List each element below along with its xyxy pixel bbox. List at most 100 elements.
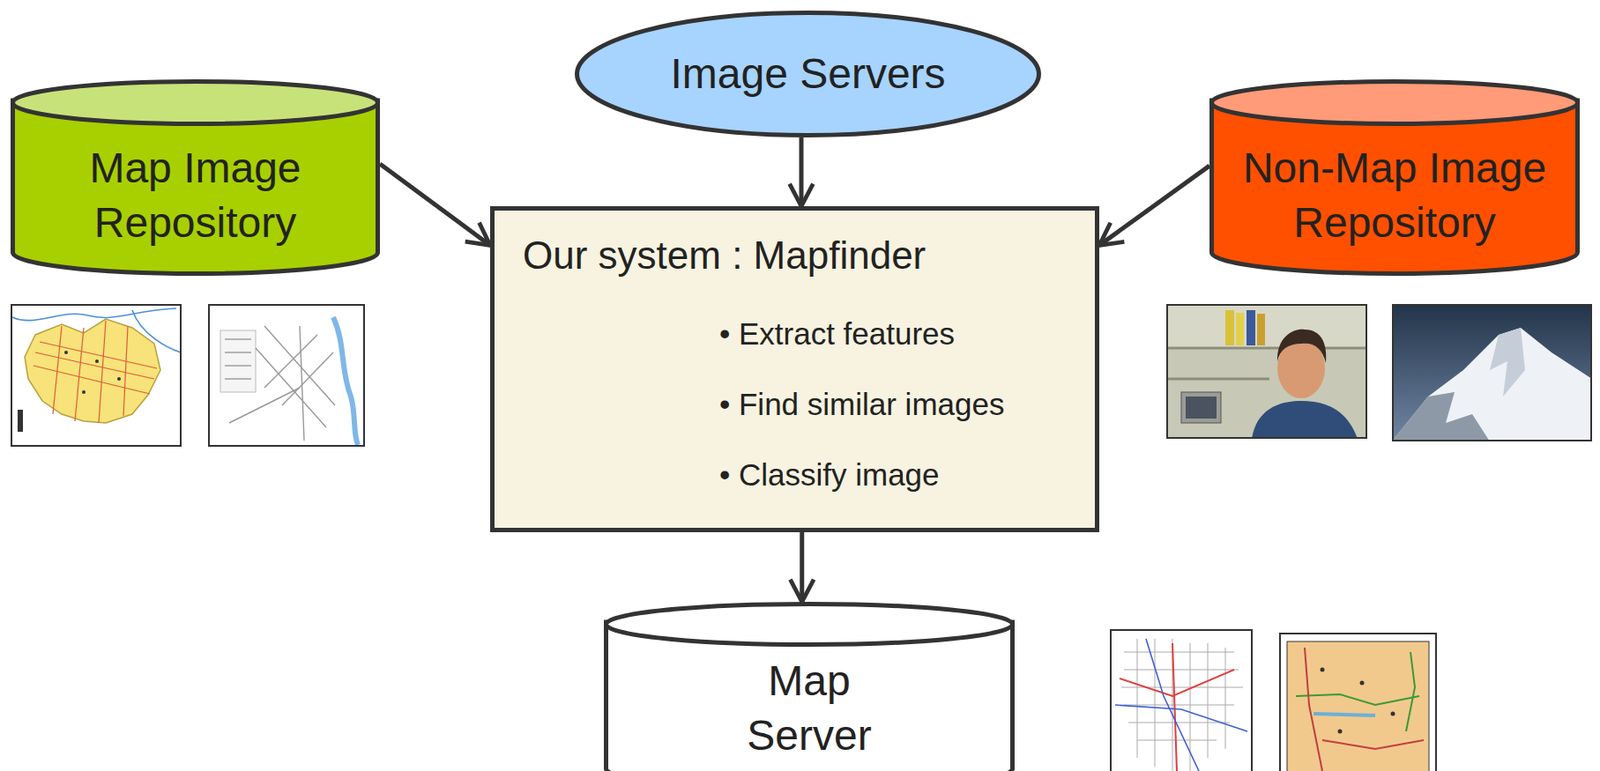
- mountain-photo-part: [1391, 327, 1593, 442]
- mountain-photo-part: [1391, 392, 1490, 442]
- portrait-photo-part: [1257, 313, 1266, 346]
- map-thumbnail-part: [17, 350, 121, 432]
- map-thumbnail-part-part: [123, 326, 128, 417]
- map-thumbnail-part-part: [1137, 740, 1217, 742]
- map-thumbnail-part: [1280, 633, 1437, 771]
- flow-arrow: [379, 163, 491, 246]
- portrait-photo-part: [1166, 304, 1368, 349]
- map-thumbnail-part-part: [282, 352, 334, 406]
- node-label: Map Server: [712, 654, 907, 765]
- map-thumbnail-part-part: [229, 387, 300, 424]
- map-thumbnail-part: [1304, 647, 1424, 771]
- map-thumbnail-part: [208, 304, 365, 447]
- map-thumbnail-part-part: [224, 364, 252, 366]
- map-thumbnail-part-part: [17, 409, 23, 432]
- text-area: Map Image Repository: [23, 125, 367, 267]
- map-thumbnail-part-part: [1391, 712, 1396, 717]
- cylinder-body: [1212, 100, 1578, 275]
- map-thumbnail-part-part: [35, 352, 155, 380]
- map-thumbnail-part-part: [1172, 643, 1177, 771]
- map-thumbnail-part: [1320, 668, 1396, 735]
- cylinder-top: [606, 604, 1013, 646]
- portrait-photo-part: [1166, 378, 1270, 381]
- node-label: Map Image Repository: [45, 141, 346, 252]
- map-thumbnail-part: [10, 304, 182, 447]
- cylinder-top: [1212, 81, 1578, 125]
- map-thumbnail-part-part: [52, 326, 62, 415]
- map-thumbnail-part-part: [1322, 740, 1424, 750]
- system-heading: Our system : Mapfinder: [522, 232, 926, 280]
- mountain-photo-part: [1391, 304, 1593, 442]
- map-thumbnail-part-part: [299, 326, 305, 441]
- map-thumbnail-part-part: [1128, 722, 1230, 724]
- map-thumbnail-part-part: [117, 377, 121, 381]
- map-thumbnail: [1279, 632, 1437, 771]
- ellipse-outline: [577, 13, 1040, 136]
- map-thumbnail-part-part: [1115, 705, 1248, 732]
- bullet-item: • Find similar images: [719, 386, 1005, 424]
- map-thumbnail-part-part: [1225, 647, 1227, 750]
- map-thumbnail-part-part: [264, 334, 318, 388]
- map-thumbnail-part-part: [1123, 705, 1235, 707]
- map-thumbnail-part-part: [1207, 643, 1209, 759]
- portrait-photo-part: [1166, 304, 1368, 440]
- map-thumbnail-part: [1110, 630, 1252, 771]
- map-thumbnail-part-part: [1123, 652, 1235, 654]
- map-thumbnail-part: [1295, 652, 1420, 732]
- text-area: Map Server: [621, 646, 998, 771]
- portrait-photo-part: [1181, 392, 1221, 424]
- map-thumbnail-part: [224, 326, 335, 441]
- map-thumbnail-part-part: [1338, 729, 1343, 735]
- map-thumbnail-part-part: [1304, 647, 1323, 771]
- map-thumbnail-part-part: [39, 342, 157, 369]
- map-thumbnail-part: [220, 330, 256, 393]
- node-label: Non-Map Image Repository: [1218, 141, 1571, 252]
- map-thumbnail-part: [24, 319, 161, 424]
- mountain-photo: [1391, 304, 1593, 442]
- portrait-photo-part: [1246, 310, 1256, 346]
- flow-arrow: [1099, 165, 1210, 246]
- map-thumbnail-part: [1109, 629, 1253, 771]
- map-thumbnail-part-part: [95, 359, 99, 364]
- map-thumbnail-part-part: [64, 350, 68, 355]
- portrait-photo-part: [1235, 312, 1244, 346]
- mountain-photo-part: [1489, 327, 1526, 397]
- server-cylinder: Map Server: [603, 602, 1015, 771]
- map-thumbnail-part-part: [1137, 639, 1139, 759]
- map-thumbnail-part-part: [224, 378, 252, 380]
- portrait-photo-part: [1167, 305, 1367, 439]
- map-thumbnail-part-part: [1406, 652, 1415, 732]
- map-thumbnail-part: [1119, 643, 1235, 771]
- map-thumbnail-part: [33, 320, 157, 424]
- map-thumbnail-part-part: [255, 348, 327, 428]
- map-thumbnail-part-part: [1123, 669, 1239, 671]
- map-thumbnail-part-part: [12, 308, 177, 321]
- mountain-photo-part: [1392, 305, 1592, 441]
- map-thumbnail-part: [1279, 632, 1437, 771]
- map-thumbnail-part: [12, 308, 181, 353]
- cylinder-body: [13, 100, 379, 275]
- map-thumbnail: [1109, 629, 1253, 771]
- text-area: Image Servers: [601, 19, 1015, 129]
- portrait-photo: [1166, 304, 1368, 440]
- map-thumbnail-part-part: [1360, 681, 1365, 686]
- map-thumbnail-part: [1313, 714, 1376, 716]
- repository-cylinder: Map Image Repository: [10, 79, 380, 276]
- map-thumbnail-part-part: [1295, 694, 1420, 706]
- box-outline: [492, 208, 1098, 531]
- map-thumbnail-part-part: [224, 351, 252, 353]
- map-thumbnail-part-part: [81, 390, 86, 395]
- map-thumbnail: [208, 304, 365, 447]
- server-ellipse: Image Servers: [574, 10, 1042, 138]
- repository-cylinder: Non-Map Image Repository: [1209, 79, 1580, 276]
- portrait-photo-part: [1277, 329, 1326, 364]
- map-thumbnail-part-part: [1320, 668, 1325, 673]
- map-thumbnail-part: [1287, 641, 1429, 771]
- portrait-photo-part: [1225, 310, 1235, 346]
- map-thumbnail-part-part: [33, 365, 150, 395]
- map-thumbnail-part-part: [1154, 639, 1156, 767]
- cylinder-top: [13, 81, 379, 125]
- map-thumbnail-part-part: [74, 327, 84, 422]
